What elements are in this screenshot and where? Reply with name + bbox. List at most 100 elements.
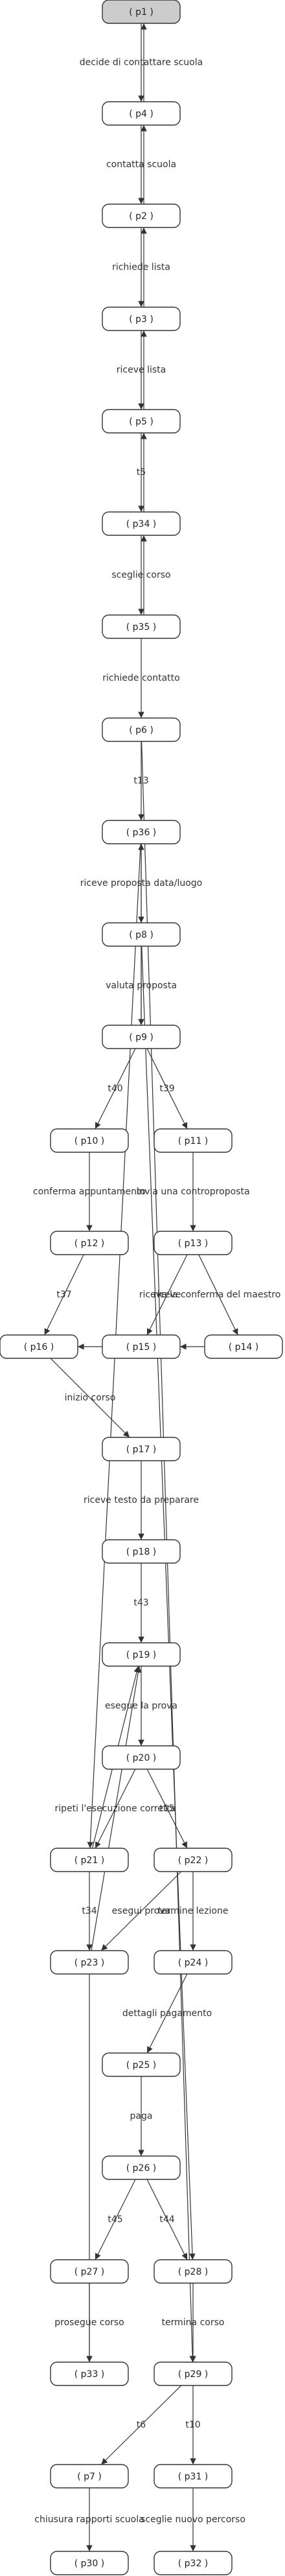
edge-p13-p14	[198, 1254, 238, 1336]
node-box	[154, 1950, 233, 1975]
node-p22[interactable]: ( p22 )	[154, 1848, 233, 1872]
node-p18[interactable]: ( p18 )	[102, 1539, 181, 1564]
node-p33[interactable]: ( p33 )	[50, 2361, 129, 2386]
node-box	[102, 307, 181, 331]
node-p30[interactable]: ( p30 )	[50, 2551, 129, 2575]
node-label: ( p10 )	[74, 1136, 105, 1146]
node-p14[interactable]: ( p14 )	[204, 1334, 283, 1359]
node-label: ( p29 )	[178, 2369, 209, 2380]
edge-label-p7-p30: chiusura rapporti scuola	[34, 2514, 144, 2525]
node-p13[interactable]: ( p13 )	[154, 1231, 233, 1255]
node-box	[50, 2464, 129, 2489]
edge-label-p29-p7: t6	[137, 2420, 146, 2430]
node-label: ( p20 )	[126, 1753, 157, 1763]
node-p10[interactable]: ( p10 )	[50, 1128, 129, 1153]
node-p36[interactable]: ( p36 )	[102, 820, 181, 844]
node-box	[102, 922, 181, 947]
node-p25[interactable]: ( p25 )	[102, 2052, 181, 2077]
node-box	[154, 1848, 233, 1872]
edge-p9-p11	[146, 1048, 188, 1130]
edge-p29-p7	[100, 2385, 182, 2465]
node-p23[interactable]: ( p23 )	[50, 1950, 129, 1975]
edge-label-p6-p36: t13	[133, 776, 148, 786]
node-box	[204, 1334, 283, 1359]
node-label: ( p16 )	[24, 1342, 54, 1352]
edge-label-p10-p12: conferma appuntamento	[33, 1187, 146, 1197]
node-p26[interactable]: ( p26 )	[102, 2155, 181, 2180]
node-p11[interactable]: ( p11 )	[154, 1128, 233, 1153]
node-box	[102, 2052, 181, 2077]
node-p17[interactable]: ( p17 )	[102, 1437, 181, 1461]
node-label: ( p2 )	[129, 211, 154, 222]
node-p9[interactable]: ( p9 )	[102, 1025, 181, 1049]
node-label: ( p9 )	[129, 1032, 154, 1043]
node-box	[154, 1128, 233, 1153]
edge-label-p9-p10: t40	[108, 1084, 122, 1094]
node-p4[interactable]: ( p4 )	[102, 101, 181, 126]
node-box	[0, 1334, 78, 1359]
edge-p26-p28	[146, 2179, 188, 2260]
node-box	[154, 2464, 233, 2489]
node-p31[interactable]: ( p31 )	[154, 2464, 233, 2489]
node-p7[interactable]: ( p7 )	[50, 2464, 129, 2489]
node-label: ( p25 )	[126, 2060, 157, 2071]
node-label: ( p26 )	[126, 2163, 157, 2174]
node-label: ( p13 )	[178, 1238, 209, 1249]
node-p21[interactable]: ( p21 )	[50, 1848, 129, 1872]
node-p19[interactable]: ( p19 )	[102, 1642, 181, 1667]
node-box	[102, 0, 181, 24]
edge-label-p20-p22: t15	[159, 1804, 174, 1814]
edge-label-p22-p23: esegui prova	[112, 1906, 170, 1916]
node-p1[interactable]: ( p1 )	[102, 0, 181, 24]
edges-layer	[44, 23, 238, 2551]
edge-label-p3-p5: riceve lista	[117, 365, 166, 375]
node-p5[interactable]: ( p5 )	[102, 409, 181, 434]
node-p27[interactable]: ( p27 )	[50, 2259, 129, 2284]
node-p32[interactable]: ( p32 )	[154, 2551, 233, 2575]
node-box	[102, 1642, 181, 1667]
node-box	[102, 203, 181, 228]
node-p6[interactable]: ( p6 )	[102, 717, 181, 742]
node-box	[102, 614, 181, 639]
edge-p12-p16	[44, 1254, 84, 1336]
node-box	[50, 2259, 129, 2284]
edge-p23-p19	[91, 1665, 142, 1951]
edge-label-p20-p21: ripeti l'esecuzione corretta	[55, 1804, 176, 1814]
node-box	[50, 2551, 129, 2575]
node-label: ( p5 )	[129, 417, 154, 427]
edge-label-p12-p16: t37	[56, 1290, 71, 1300]
edge-label-p21-p23: t34	[82, 1906, 97, 1916]
edge-label-p26-p27: t45	[108, 2214, 122, 2225]
node-label: ( p32 )	[178, 2559, 209, 2569]
edge-label-p28-p29: termina corso	[162, 2317, 225, 2328]
node-p15[interactable]: ( p15 )	[102, 1334, 181, 1359]
node-p29[interactable]: ( p29 )	[154, 2361, 233, 2386]
edge-label-p18-p19: t43	[133, 1598, 148, 1608]
node-label: ( p1 )	[129, 7, 154, 17]
edge-label-p11-p13: invia una controproposta	[136, 1187, 249, 1197]
node-label: ( p21 )	[74, 1855, 105, 1866]
node-p3[interactable]: ( p3 )	[102, 307, 181, 331]
node-label: ( p23 )	[74, 1958, 105, 1968]
node-box	[102, 717, 181, 742]
node-box	[50, 2361, 129, 2386]
node-label: ( p36 )	[126, 828, 157, 838]
node-p20[interactable]: ( p20 )	[102, 1745, 181, 1770]
node-label: ( p30 )	[74, 2559, 105, 2569]
node-p12[interactable]: ( p12 )	[50, 1231, 129, 1255]
node-box	[102, 1437, 181, 1461]
node-p28[interactable]: ( p28 )	[154, 2259, 233, 2284]
node-p2[interactable]: ( p2 )	[102, 203, 181, 228]
node-p34[interactable]: ( p34 )	[102, 511, 181, 536]
node-label: ( p17 )	[126, 1445, 157, 1455]
edge-label-p31-p32: sceglie nuovo percorso	[141, 2514, 245, 2525]
edge-label-p5-p34: t5	[137, 467, 146, 478]
node-p8[interactable]: ( p8 )	[102, 922, 181, 947]
node-p35[interactable]: ( p35 )	[102, 614, 181, 639]
node-p16[interactable]: ( p16 )	[0, 1334, 78, 1359]
node-label: ( p19 )	[126, 1650, 157, 1660]
node-box	[102, 409, 181, 434]
node-p24[interactable]: ( p24 )	[154, 1950, 233, 1975]
edge-p9-p10	[95, 1048, 136, 1130]
